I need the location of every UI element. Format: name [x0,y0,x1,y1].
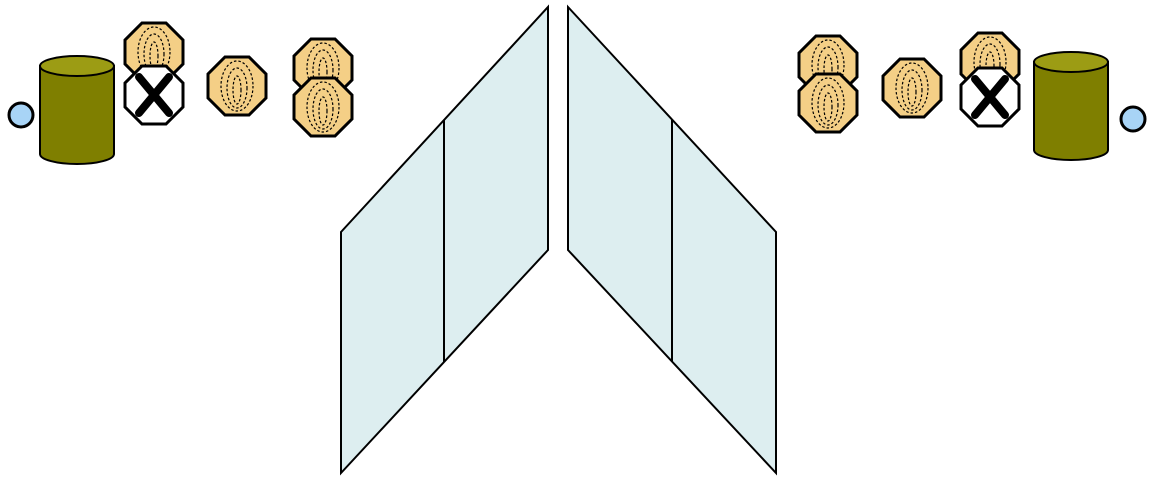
stacked-octagon-blocked [125,23,183,124]
cylinder-icon [40,56,114,164]
right-group [799,33,1145,160]
stacked-octagon-pair [799,36,857,132]
stacked-octagon-pair [294,39,352,136]
left-group [9,23,352,164]
octagon-icon [294,78,352,136]
cylinder-icon [1034,52,1108,160]
left-wing-panel [341,7,548,473]
right-wing-panel [568,7,776,473]
octagon-icon [208,57,266,115]
octagon-icon [883,59,941,117]
circle-icon [9,103,33,127]
octagon-icon [799,74,857,132]
blocked-octagon-icon [125,66,183,124]
stacked-octagon-blocked [961,33,1019,126]
blocked-octagon-icon [961,68,1019,126]
circle-icon [1121,107,1145,131]
